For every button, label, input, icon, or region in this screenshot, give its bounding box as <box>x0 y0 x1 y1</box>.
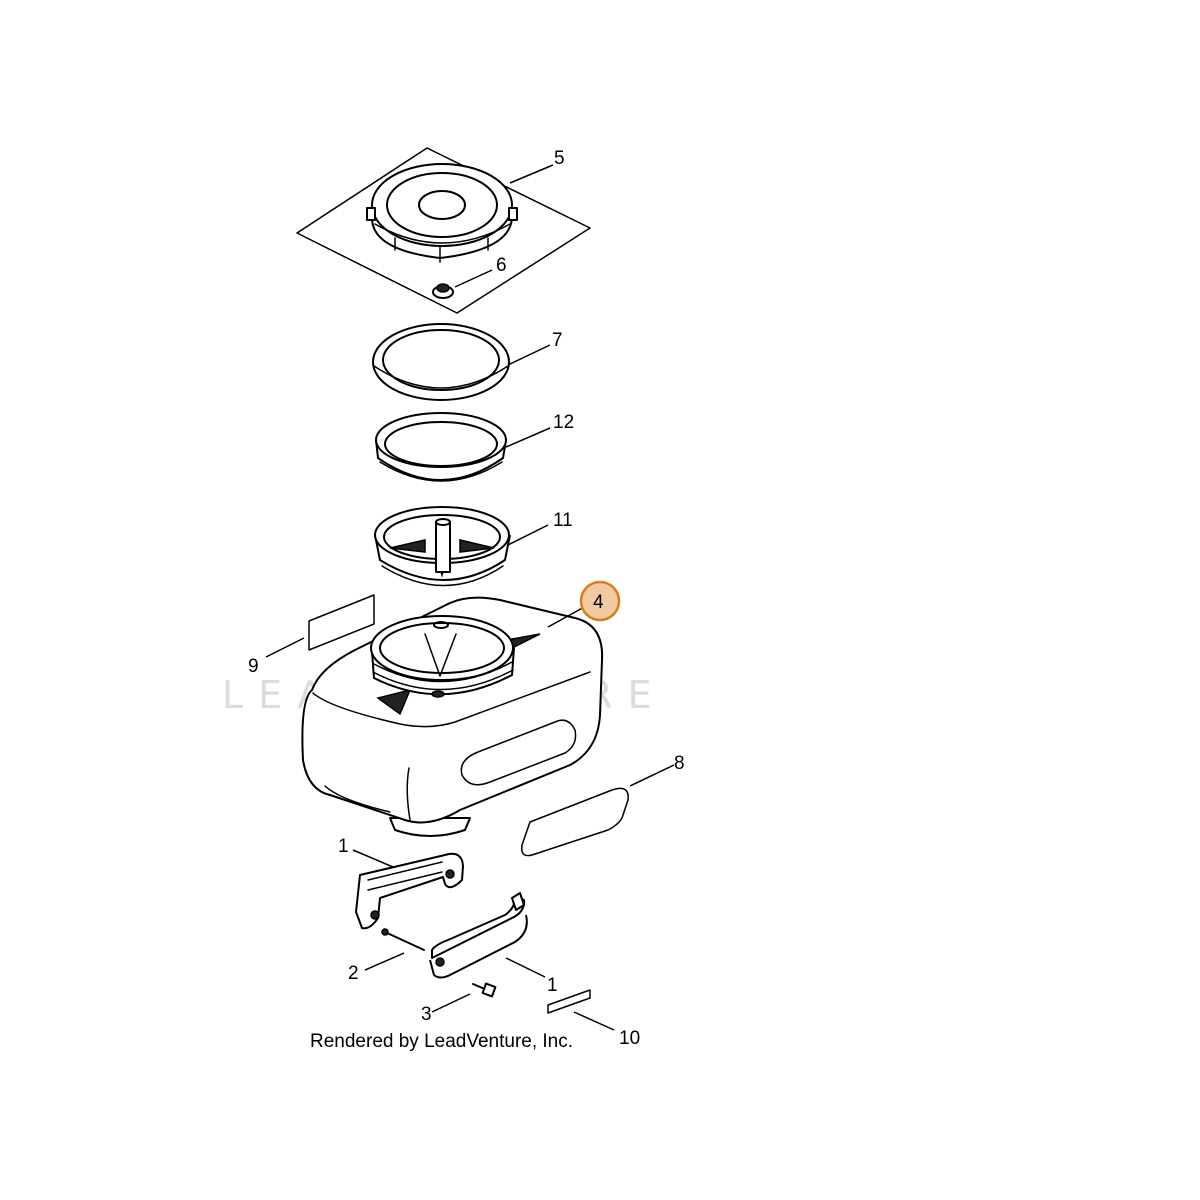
callout-12[interactable]: 12 <box>553 412 574 433</box>
callout-numbers: 5 6 7 12 11 4 9 8 1 2 1 3 10 <box>248 148 685 1049</box>
callout-3[interactable]: 3 <box>421 1004 432 1025</box>
part-6-vent-valve <box>432 283 454 299</box>
part-12-strainer <box>375 412 507 482</box>
part-3-screw <box>472 982 497 998</box>
part-1-bracket-lower <box>429 892 528 979</box>
part-4-tank <box>301 596 604 837</box>
callout-5[interactable]: 5 <box>554 148 565 169</box>
part-1-bracket-upper <box>355 852 464 930</box>
selected-part-highlight[interactable] <box>579 580 621 622</box>
callout-9[interactable]: 9 <box>248 656 259 677</box>
callout-10[interactable]: 10 <box>619 1028 640 1049</box>
render-credit: Rendered by LeadVenture, Inc. <box>310 1031 573 1052</box>
callout-1-lower[interactable]: 1 <box>547 975 558 996</box>
callout-7[interactable]: 7 <box>552 330 563 351</box>
part-5-cap-kit <box>296 147 591 314</box>
callout-11[interactable]: 11 <box>553 510 573 531</box>
part-9-label <box>308 594 375 651</box>
part-10-label <box>547 989 591 1014</box>
part-11-filter-basket <box>374 506 511 587</box>
callout-1-upper[interactable]: 1 <box>338 836 349 857</box>
part-8-decal <box>520 787 629 857</box>
callout-2[interactable]: 2 <box>348 963 359 984</box>
leader-lines <box>265 164 675 1031</box>
callout-8[interactable]: 8 <box>674 753 685 774</box>
part-2-pin <box>381 928 425 951</box>
callout-4[interactable]: 4 <box>593 592 604 613</box>
callout-6[interactable]: 6 <box>496 255 507 276</box>
part-7-gasket <box>372 323 510 401</box>
